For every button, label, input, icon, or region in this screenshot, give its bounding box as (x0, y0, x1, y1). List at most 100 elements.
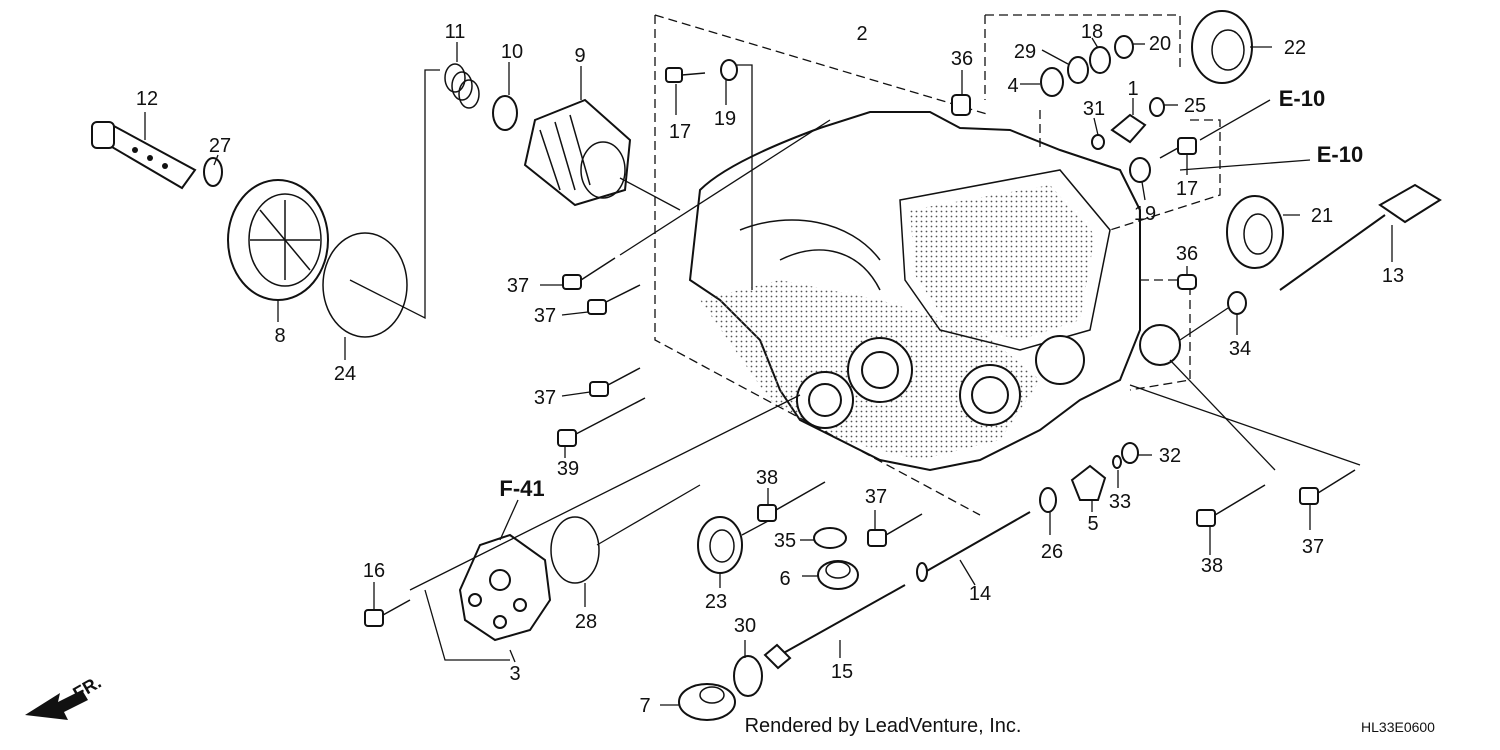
callout-25: 25 (1184, 95, 1206, 117)
part-27-washer (203, 154, 223, 187)
part-5-gear (1070, 464, 1107, 512)
callout-36-top: 36 (951, 48, 973, 70)
part-8-filter-cover (227, 179, 329, 322)
part-38-bolt-right (1196, 484, 1266, 555)
part-21-bearing (1179, 159, 1311, 269)
part-37-bolt-3 (561, 367, 641, 397)
part-28-o-ring (550, 484, 701, 607)
callout-17-top: 17 (669, 121, 691, 143)
part-11-spring (444, 42, 480, 109)
callout-23: 23 (705, 591, 727, 613)
callout-31: 31 (1083, 98, 1105, 120)
ref-e10-lower: E-10 (1317, 142, 1363, 167)
callout-12: 12 (136, 88, 158, 110)
callout-34: 34 (1229, 338, 1251, 360)
callout-3: 3 (509, 663, 520, 685)
part-15-shaft (763, 584, 906, 670)
part-37-bolt-1 (540, 119, 831, 290)
callout-19-top: 19 (714, 108, 736, 130)
callout-1: 1 (1127, 78, 1138, 100)
credit-text: Rendered by LeadVenture, Inc. (745, 715, 1022, 737)
part-20-seal (1114, 35, 1145, 59)
callout-35: 35 (774, 530, 796, 552)
callout-22: 22 (1284, 37, 1306, 59)
callout-30: 30 (734, 615, 756, 637)
part-18-seal (1089, 37, 1111, 74)
diagram-code: HL33E0600 (1361, 719, 1435, 735)
ref-e10-upper: E-10 (1279, 86, 1325, 111)
part-37-bolt-2 (561, 284, 641, 316)
callout-13: 13 (1382, 265, 1404, 287)
part-19-washer-top (720, 59, 753, 290)
callout-20: 20 (1149, 33, 1171, 55)
callout-16: 16 (363, 560, 385, 582)
callout-11: 11 (445, 21, 466, 43)
part-29-ring (1041, 49, 1089, 84)
callout-2: 2 (856, 23, 867, 45)
part-30-o-ring (733, 640, 763, 697)
callout-24: 24 (334, 363, 356, 385)
callout-15: 15 (831, 661, 853, 683)
assembly-outline (654, 14, 1221, 516)
part-24-o-ring (322, 69, 440, 360)
callout-7: 7 (639, 695, 650, 717)
part-39-bolt (557, 397, 646, 458)
part-25-washer (1149, 97, 1178, 117)
callout-28: 28 (575, 611, 597, 633)
part-26-ring (1039, 487, 1057, 535)
callout-6: 6 (779, 568, 790, 590)
part-22-bearing (1191, 10, 1272, 84)
part-36-dowel-top (951, 70, 971, 116)
part-3-oil-pump (424, 499, 552, 663)
part-23-seal (697, 516, 771, 588)
part-37-bolt-5 (1299, 469, 1356, 530)
front-arrow-icon (25, 690, 88, 720)
callout-17-right: 17 (1176, 178, 1198, 200)
callout-29: 29 (1014, 41, 1036, 63)
part-32-washer (1121, 442, 1152, 464)
callout-18: 18 (1081, 21, 1103, 43)
crankcase-cover-illustration (688, 111, 1181, 472)
part-19-washer-right (1129, 157, 1151, 201)
callout-38-left: 38 (756, 467, 778, 489)
callout-37-e: 37 (1302, 536, 1324, 558)
part-14-shaft (916, 511, 1031, 586)
callout-14: 14 (969, 583, 991, 605)
part-37-bolt-4 (867, 510, 923, 547)
callout-37-c: 37 (534, 387, 556, 409)
part-17-bolt-top (665, 67, 706, 115)
callout-19-right: 19 (1134, 203, 1156, 225)
callout-36-lower: 36 (1176, 243, 1198, 265)
part-9-oil-filter (523, 66, 681, 211)
callout-37-a: 37 (507, 275, 529, 297)
callout-26: 26 (1041, 541, 1063, 563)
callout-38-right: 38 (1201, 555, 1223, 577)
callout-labels: 1 2 3 4 5 6 7 8 9 10 11 12 13 14 15 16 1… (136, 21, 1404, 717)
part-31-washer (1091, 117, 1105, 150)
part-35-washer (800, 527, 847, 549)
part-13-dipstick (1279, 183, 1442, 291)
leader-line (1169, 359, 1276, 471)
part-6-drain-plug (802, 560, 859, 590)
callout-5: 5 (1087, 513, 1098, 535)
callout-4: 4 (1007, 75, 1018, 97)
part-38-bolt-left (757, 481, 826, 522)
part-7-cap (660, 683, 736, 721)
callout-27: 27 (209, 135, 231, 157)
part-10-o-ring (492, 62, 518, 131)
part-4-bearing-small (1020, 67, 1064, 97)
ref-f41: F-41 (499, 476, 544, 501)
part-12-strainer (91, 112, 197, 190)
callout-8: 8 (274, 325, 285, 347)
part-16-bolt (364, 394, 801, 627)
callout-39: 39 (557, 458, 579, 480)
part-1-relief-valve (1110, 98, 1147, 144)
part-17-bolt-right (1159, 99, 1271, 175)
part-34-washer (1179, 291, 1247, 341)
part-33-pin (1112, 455, 1122, 488)
callout-33: 33 (1109, 491, 1131, 513)
callout-10: 10 (501, 41, 523, 63)
callout-9: 9 (574, 45, 585, 67)
leader-line (1129, 384, 1361, 466)
